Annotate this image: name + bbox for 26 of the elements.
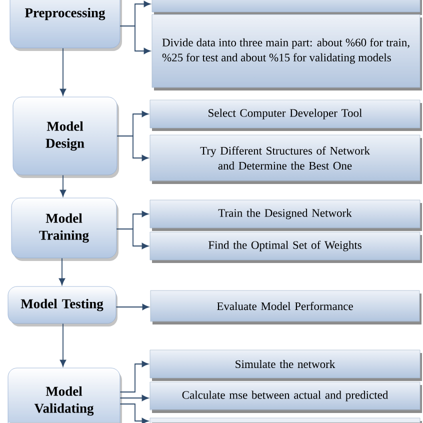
step-box: Select Computer Developer Tool: [150, 100, 422, 131]
arrow: [60, 48, 66, 96]
arrow: [116, 304, 150, 310]
step-box: Divide data into three main part: about %60 for train, %25 for test and about %15 for validating models: [152, 14, 422, 90]
stage-box: Model Validating: [8, 368, 122, 423]
arrow: [58, 258, 66, 286]
stage-box: Model Design: [12, 96, 119, 178]
step-box: [150, 418, 422, 423]
arrow: [60, 174, 66, 197]
step-box: Train the Designed Network: [150, 200, 422, 231]
stage-box: Preprocessing: [10, 0, 122, 51]
step-box: Evaluate Model Performance: [150, 290, 422, 324]
arrow: [120, 404, 149, 423]
step-box: Find the Optimal Set of Weights: [150, 232, 422, 263]
arrow: [120, 26, 151, 54]
arrow: [116, 228, 149, 250]
step-box: Try Different Structures of Network and Determine the Best One: [150, 134, 422, 184]
step-box: [152, 0, 422, 15]
arrow: [60, 323, 66, 367]
step-box: Calculate mse between actual and predicted: [150, 382, 422, 413]
stage-box: Model Testing: [8, 286, 118, 326]
step-box: Simulate the network: [150, 350, 422, 381]
arrow: [120, 394, 149, 402]
stage-box: Model Training: [11, 198, 118, 261]
arrow: [120, 360, 149, 392]
arrow: [116, 136, 149, 162]
